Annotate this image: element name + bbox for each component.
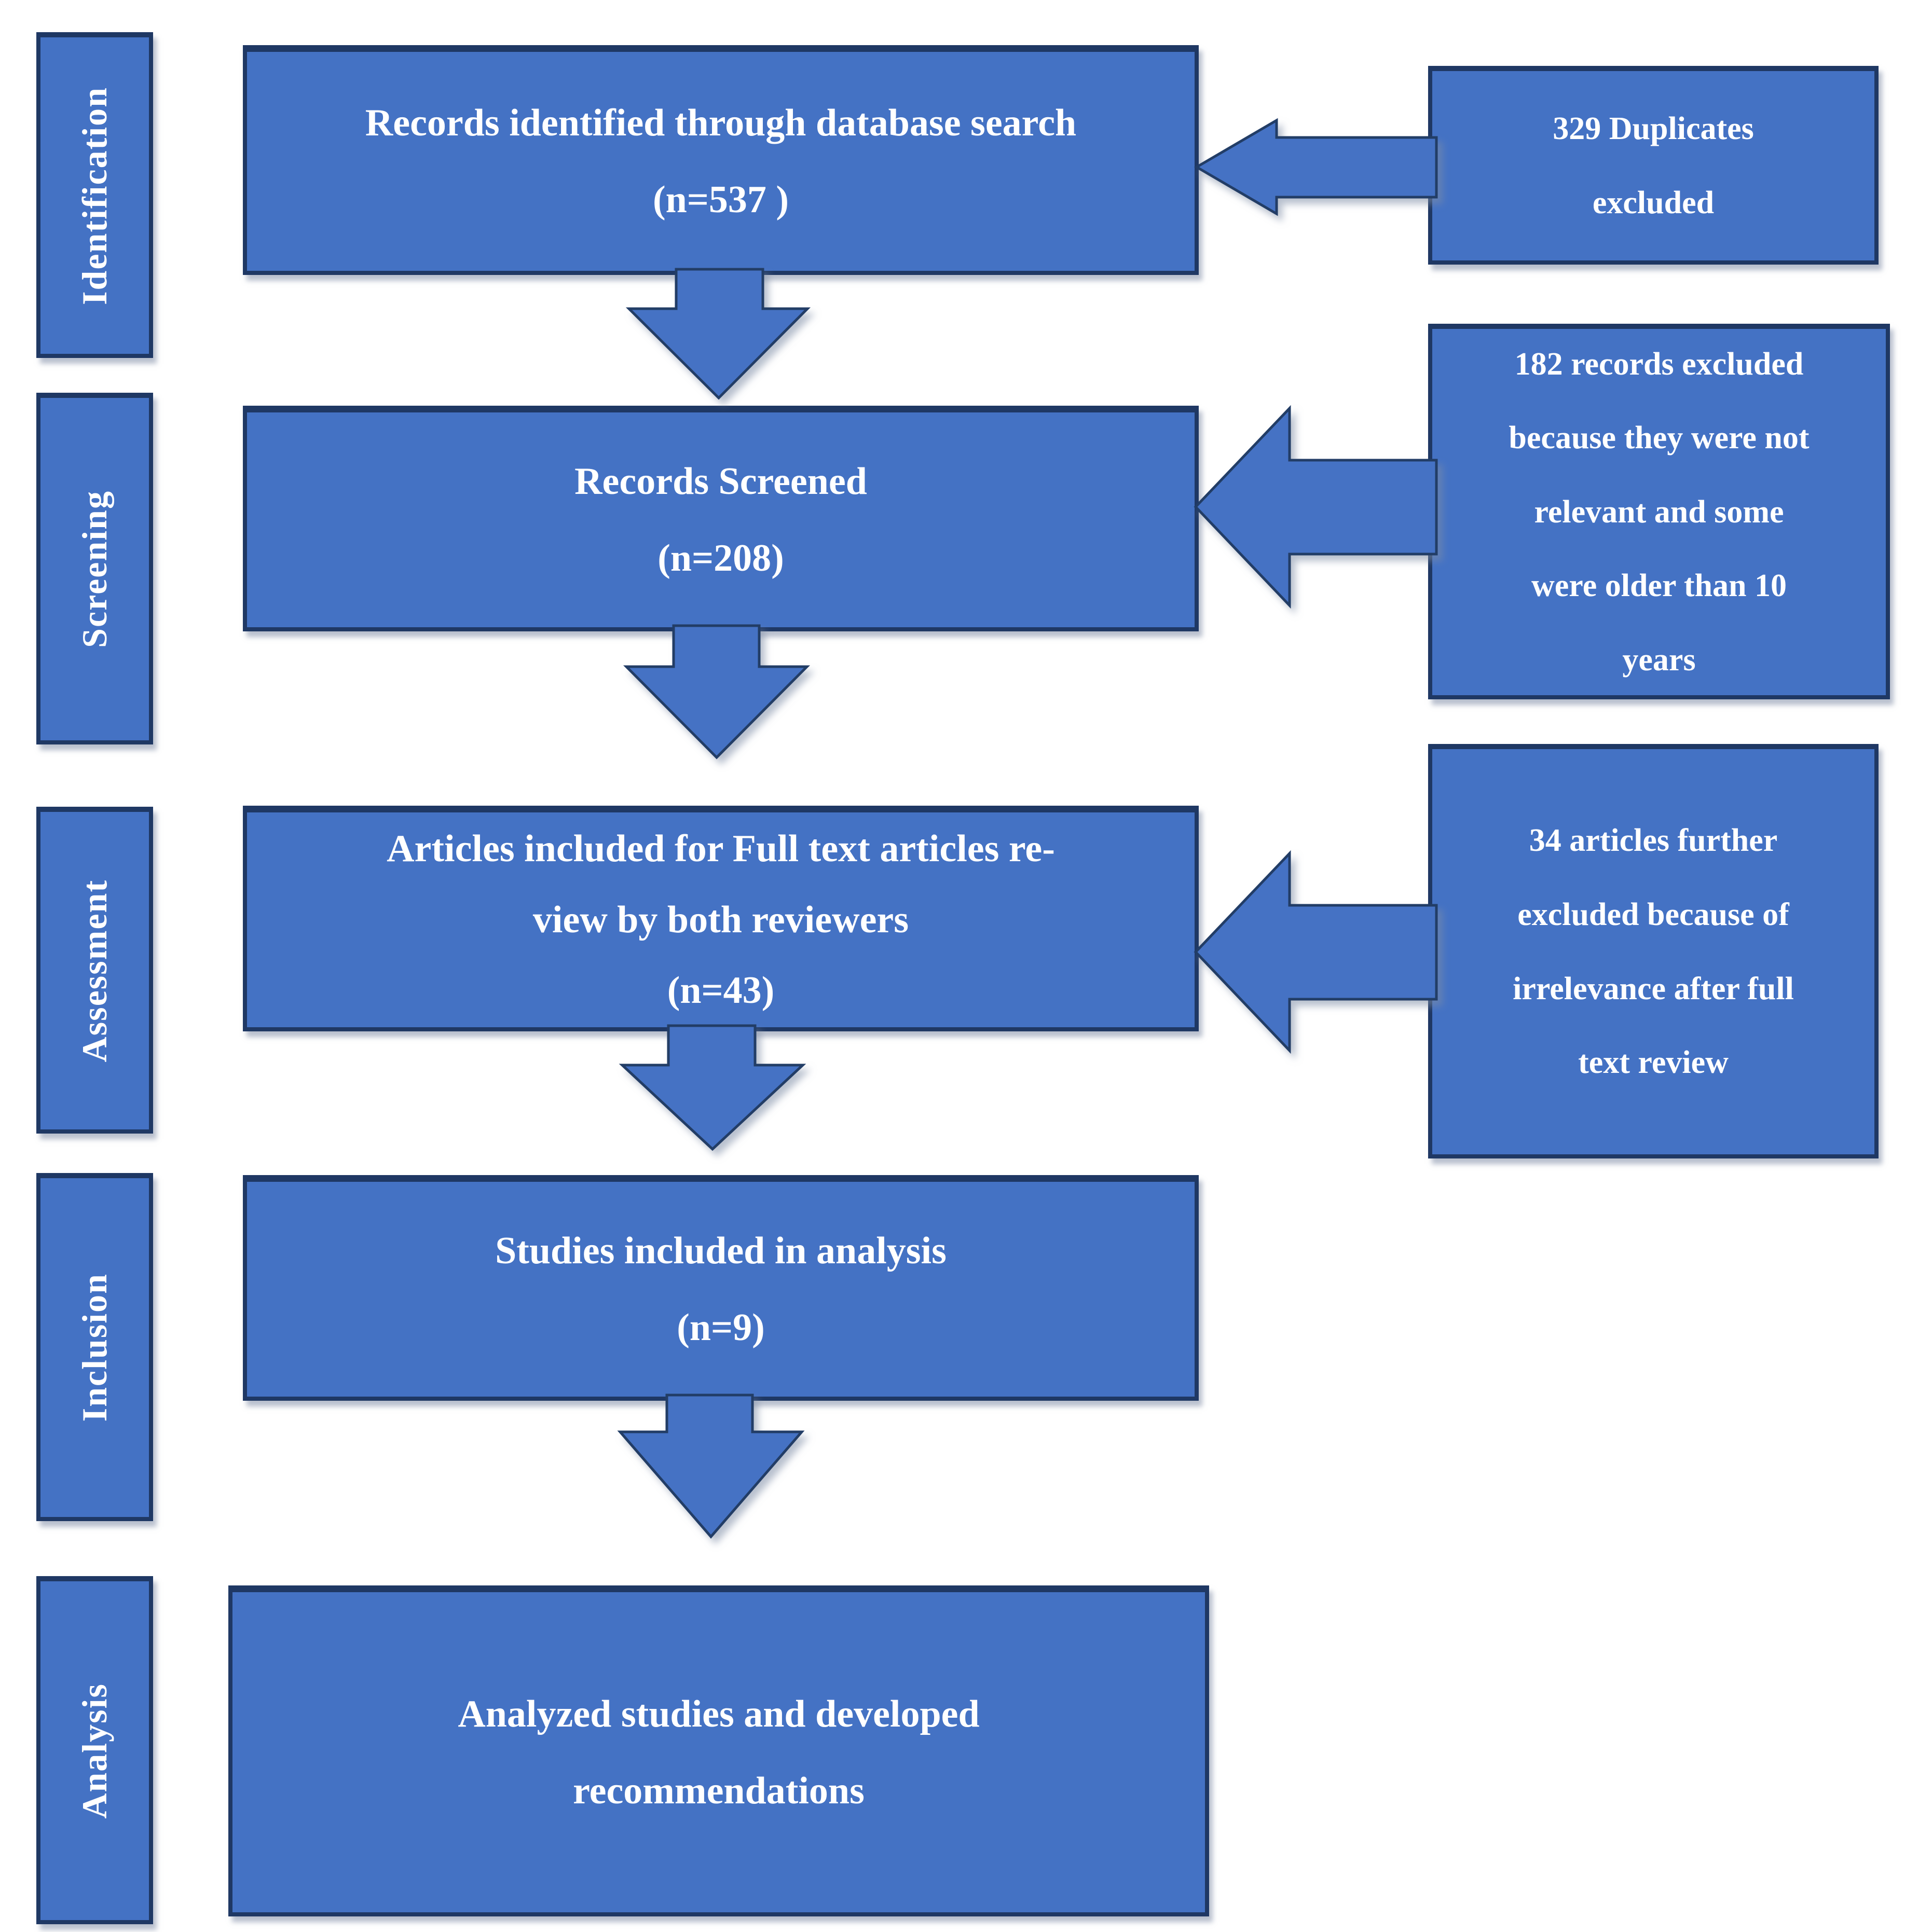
stage-label-identification: Identification xyxy=(75,86,114,305)
flow-arrow-down-3 xyxy=(619,1024,806,1151)
side-box-articles-excluded: 34 articles further excluded because of … xyxy=(1428,744,1879,1158)
stage-bar-analysis: Analysis xyxy=(36,1576,153,1924)
flow-arrow-down-1 xyxy=(625,268,811,400)
stage-label-screening: Screening xyxy=(75,490,114,648)
side-box-articles-excluded-text: 34 articles further excluded because of … xyxy=(1513,823,1794,1081)
stage-label-assessment: Assessment xyxy=(75,879,114,1062)
stage-bar-assessment: Assessment xyxy=(36,807,153,1134)
main-box-studies-included-text: Studies included in analysis (n=9) xyxy=(495,1230,947,1349)
main-box-records-screened: Records Screened (n=208) xyxy=(243,406,1199,631)
main-box-analyzed-studies-text: Analyzed studies and developed recommend… xyxy=(458,1692,980,1812)
stage-bar-identification: Identification xyxy=(36,32,153,358)
main-box-studies-included: Studies included in analysis (n=9) xyxy=(243,1175,1199,1401)
main-box-full-text-review: Articles included for Full text articles… xyxy=(243,806,1199,1031)
main-box-records-identified-text: Records identified through database sear… xyxy=(365,102,1077,221)
side-box-duplicates-excluded: 329 Duplicates excluded xyxy=(1428,66,1879,265)
flow-arrow-left-2 xyxy=(1194,405,1438,609)
main-box-records-screened-text: Records Screened (n=208) xyxy=(574,460,867,579)
flow-arrow-down-4 xyxy=(617,1393,805,1539)
stage-bar-inclusion: Inclusion xyxy=(36,1173,153,1521)
main-box-full-text-review-text: Articles included for Full text articles… xyxy=(387,827,1055,1012)
flow-arrow-left-1 xyxy=(1194,118,1438,216)
stage-label-analysis: Analysis xyxy=(75,1682,114,1819)
side-box-duplicates-excluded-text: 329 Duplicates excluded xyxy=(1553,111,1754,220)
flow-arrow-down-2 xyxy=(623,624,811,760)
stage-bar-screening: Screening xyxy=(36,393,153,744)
main-box-records-identified: Records identified through database sear… xyxy=(243,45,1199,275)
side-box-records-excluded-text: 182 records excluded because they were n… xyxy=(1509,346,1810,678)
stage-label-inclusion: Inclusion xyxy=(75,1273,114,1422)
main-box-analyzed-studies: Analyzed studies and developed recommend… xyxy=(228,1585,1209,1916)
flow-arrow-left-3 xyxy=(1194,850,1438,1054)
side-box-records-excluded: 182 records excluded because they were n… xyxy=(1428,324,1890,699)
